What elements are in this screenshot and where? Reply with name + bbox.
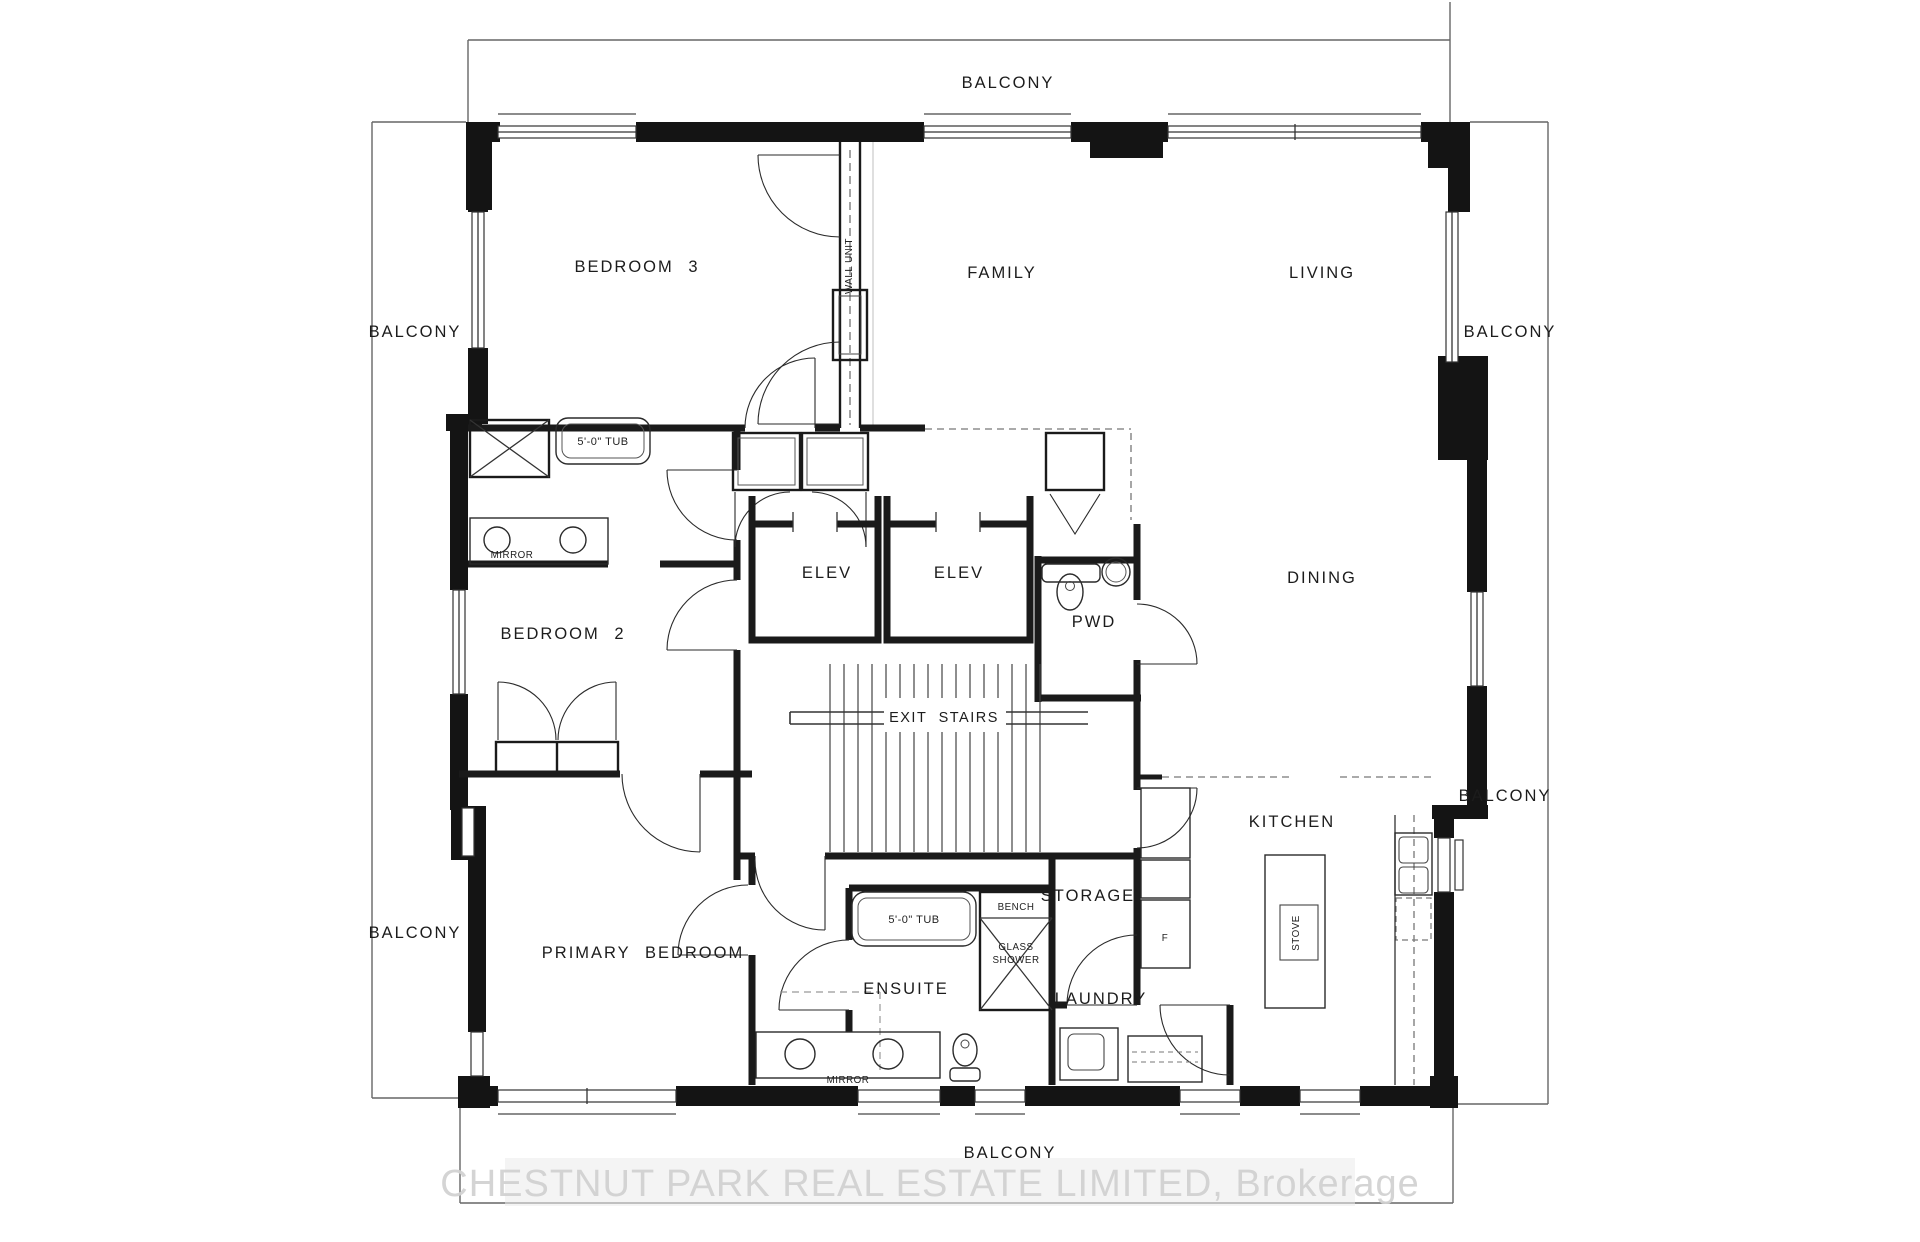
laundry-fixtures — [1059, 1027, 1203, 1083]
kitchen-fixtures — [1140, 787, 1433, 1085]
bench-label: BENCH — [998, 902, 1035, 913]
mirror-ensuite-label: MIRROR — [827, 1075, 870, 1086]
fridge-label: F — [1162, 933, 1168, 944]
main-bath-fixtures — [468, 417, 651, 565]
labels: BALCONY BALCONY BALCONY BALCONY BALCONY … — [369, 74, 1557, 1162]
balcony-right-lower-label: BALCONY — [1459, 787, 1552, 805]
living-label: LIVING — [1289, 264, 1355, 282]
dining-label: DINING — [1287, 569, 1357, 587]
wall-unit — [757, 142, 869, 428]
pwd-fixtures — [1041, 557, 1131, 611]
dashed-lines — [780, 428, 1432, 1085]
closets — [494, 431, 1106, 774]
exit-stairs — [789, 664, 1088, 852]
tub-ensuite-label: 5'-0" TUB — [888, 914, 939, 926]
elevator-2-label: ELEV — [934, 564, 984, 582]
family-label: FAMILY — [967, 264, 1036, 282]
storage-label: STORAGE — [1041, 887, 1135, 905]
primary-bedroom-label: PRIMARY BEDROOM — [542, 944, 744, 962]
balcony-top-label: BALCONY — [962, 74, 1055, 92]
kitchen-label: KITCHEN — [1249, 813, 1335, 831]
pwd-label: PWD — [1072, 613, 1117, 631]
laundry-label: LAUNDRY — [1055, 990, 1148, 1008]
balcony-bottom-label: BALCONY — [964, 1144, 1057, 1162]
stove-label: STOVE — [1291, 915, 1302, 951]
elevator-shafts — [748, 496, 1034, 644]
elevator-1-label: ELEV — [802, 564, 852, 582]
bedroom2-label: BEDROOM 2 — [500, 625, 625, 643]
balcony-outlines — [371, 2, 1549, 1204]
door-swings — [497, 357, 1231, 1076]
ensuite-fixtures — [755, 890, 1054, 1082]
mirror-main-bath-label: MIRROR — [491, 550, 534, 561]
bedroom3-label: BEDROOM 3 — [574, 258, 699, 276]
windows — [452, 113, 1484, 1115]
balcony-right-upper-label: BALCONY — [1464, 323, 1557, 341]
tub-main-bath-label: 5'-0" TUB — [577, 436, 628, 448]
balcony-left-lower-label: BALCONY — [369, 924, 462, 942]
glass-shower-label-line2: SHOWER — [992, 955, 1039, 966]
wall-unit-label: WALL UNIT — [844, 238, 855, 294]
balcony-left-upper-label: BALCONY — [369, 323, 462, 341]
ensuite-label: ENSUITE — [863, 980, 949, 998]
glass-shower-label-line1: GLASS — [998, 942, 1033, 953]
watermark-text: CHESTNUT PARK REAL ESTATE LIMITED, Broke… — [440, 1163, 1419, 1205]
exterior-walls — [446, 122, 1488, 1108]
watermark: CHESTNUT PARK REAL ESTATE LIMITED, Broke… — [440, 1158, 1419, 1206]
exit-stairs-label: EXIT STAIRS — [889, 710, 999, 726]
